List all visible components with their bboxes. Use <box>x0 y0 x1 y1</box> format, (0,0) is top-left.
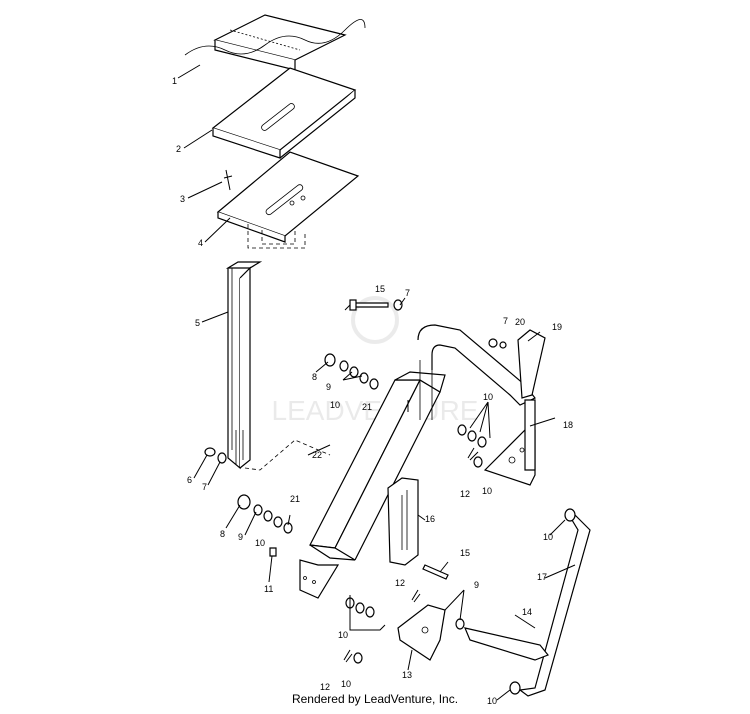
callout-10-e: 10 <box>543 532 553 542</box>
part-1-seat-cushion <box>184 14 366 71</box>
callout-17: 17 <box>537 572 547 582</box>
callout-10: 10 <box>255 538 265 548</box>
callout-12-b: 12 <box>395 578 405 588</box>
part-17-rod <box>518 514 591 697</box>
callout-18: 18 <box>563 420 573 430</box>
part-19-handle <box>417 324 546 471</box>
callout-2: 2 <box>176 144 181 154</box>
callout-labels: 1 2 3 4 5 6 7 8 9 10 11 12 13 14 15 16 1… <box>172 76 573 706</box>
part-2-seat-board <box>211 67 357 159</box>
callout-9-b: 9 <box>326 382 331 392</box>
callout-21: 21 <box>362 402 372 412</box>
part-3-fastener <box>223 169 233 191</box>
callout-10-b: 10 <box>330 400 340 410</box>
callout-10-g: 10 <box>341 679 351 689</box>
callout-12-c: 12 <box>320 682 330 692</box>
callout-3: 3 <box>180 194 185 204</box>
callout-5: 5 <box>195 318 200 328</box>
callout-9: 9 <box>238 532 243 542</box>
part-6-nut <box>204 447 216 457</box>
render-credit: Rendered by LeadVenture, Inc. <box>291 692 459 706</box>
washer-cluster-lower <box>237 494 293 534</box>
callout-7-c: 7 <box>503 316 508 326</box>
callout-22: 22 <box>312 450 322 460</box>
callout-8: 8 <box>220 529 225 539</box>
callout-16: 16 <box>425 514 435 524</box>
callout-10-c: 10 <box>483 392 493 402</box>
callout-10-f: 10 <box>338 630 348 640</box>
part-14-lever <box>463 627 549 661</box>
callout-19: 19 <box>552 322 562 332</box>
callout-7-b: 7 <box>405 288 410 298</box>
watermark-logo: LEADVENTURE <box>272 296 478 426</box>
callout-4: 4 <box>198 238 203 248</box>
leader-lines <box>177 64 576 701</box>
part-13-pivot-plate <box>397 604 446 661</box>
part-5-seat-post <box>225 261 263 470</box>
callout-6: 6 <box>187 475 192 485</box>
callout-7: 7 <box>202 482 207 492</box>
callout-10-h: 10 <box>487 696 497 706</box>
part-7-washer <box>217 452 227 464</box>
callout-15: 15 <box>375 284 385 294</box>
callout-15-b: 15 <box>460 548 470 558</box>
callout-8-b: 8 <box>312 372 317 382</box>
callout-21-b: 21 <box>290 494 300 504</box>
part-4-seat-plate <box>216 151 360 243</box>
washer-cluster-right <box>457 424 487 468</box>
cotter-pins <box>343 447 479 663</box>
callout-14: 14 <box>522 607 532 617</box>
pin-11 <box>269 547 277 557</box>
callout-11: 11 <box>264 584 273 594</box>
callout-9-c: 9 <box>474 580 479 590</box>
callout-13: 13 <box>402 670 412 680</box>
washer-cluster-upper <box>324 353 379 390</box>
callout-1: 1 <box>172 76 177 86</box>
pin-20 <box>488 338 507 349</box>
callout-12: 12 <box>460 489 470 499</box>
part-16-slotted-bracket <box>387 477 419 566</box>
callout-10-d: 10 <box>482 486 492 496</box>
callout-20: 20 <box>515 317 525 327</box>
